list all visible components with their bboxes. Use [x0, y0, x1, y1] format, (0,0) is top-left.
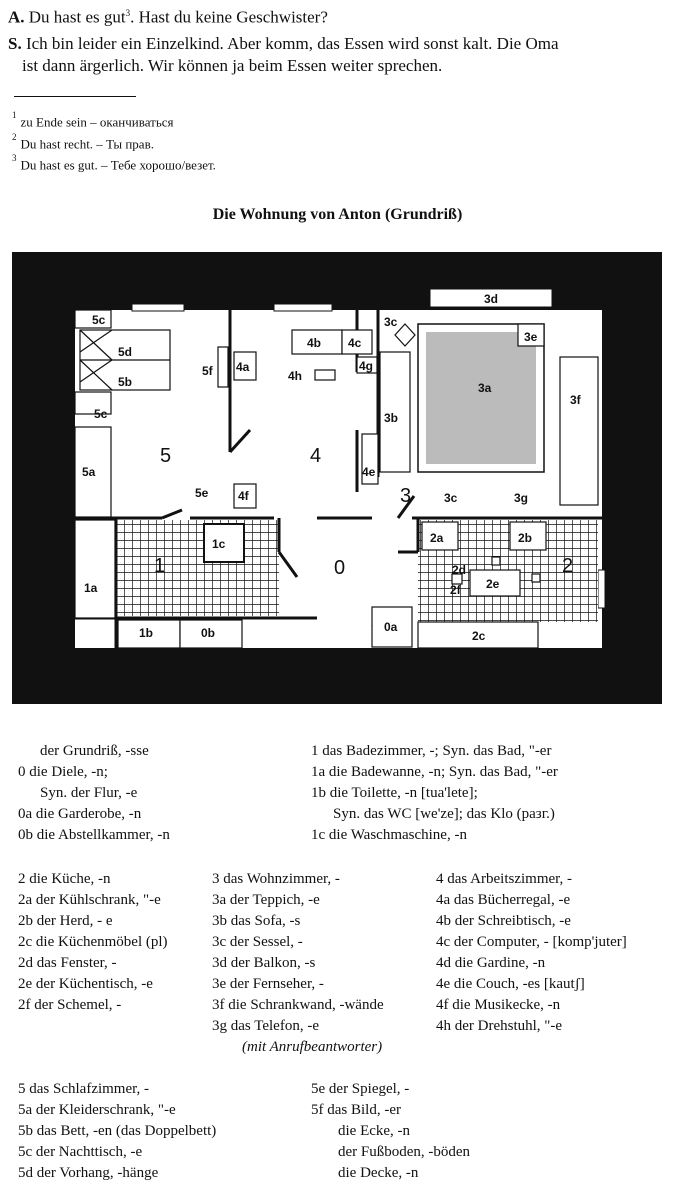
- svg-text:3g: 3g: [514, 491, 528, 505]
- svg-text:5: 5: [160, 445, 171, 467]
- speaker-s: S.: [8, 34, 22, 53]
- wall-unit-3f: [559, 356, 599, 506]
- svg-text:4h: 4h: [288, 369, 302, 383]
- dialogue-text-a: Du hast es gut: [28, 7, 126, 27]
- svg-text:2f: 2f: [450, 583, 462, 597]
- dialogue-text-a-rest: . Hast du keine Geschwister?: [130, 7, 328, 27]
- vocab-right-1: 1 das Badezimmer, -; Syn. das Bad, "-er …: [311, 743, 558, 843]
- svg-text:3c: 3c: [384, 315, 398, 329]
- svg-text:2e: 2e: [486, 577, 500, 591]
- vocab-col-study: 4 das Arbeitszimmer, -4a das Bücherregal…: [436, 871, 627, 1034]
- svg-text:2c: 2c: [472, 629, 486, 643]
- svg-text:5a: 5a: [82, 465, 96, 479]
- balcony-3d: [429, 288, 553, 308]
- svg-text:2d: 2d: [452, 563, 466, 577]
- washer-1c: [203, 523, 245, 563]
- svg-text:1: 1: [154, 555, 165, 577]
- svg-text:0a: 0a: [384, 620, 398, 634]
- svg-text:4a: 4a: [236, 360, 250, 374]
- svg-text:5b: 5b: [118, 375, 132, 389]
- svg-text:3b: 3b: [384, 411, 398, 425]
- vocab-left-1: der Grundriß, -sse 0 die Diele, -n; Syn.…: [18, 743, 170, 843]
- svg-text:3c: 3c: [444, 491, 458, 505]
- svg-text:2: 2: [562, 555, 573, 577]
- svg-text:1c: 1c: [212, 537, 226, 551]
- svg-text:3: 3: [400, 485, 411, 507]
- svg-text:4g: 4g: [359, 359, 373, 373]
- svg-text:4b: 4b: [307, 336, 321, 350]
- svg-text:2a: 2a: [430, 531, 444, 545]
- svg-text:4c: 4c: [348, 336, 362, 350]
- bathroom-floor: [116, 520, 279, 616]
- dialogue-line-s: S. Ich bin leider ein Einzelkind. Aber k…: [8, 32, 668, 55]
- svg-text:4: 4: [310, 445, 321, 467]
- page-title: Die Wohnung von Anton (Grundriß): [212, 206, 463, 223]
- svg-text:0: 0: [334, 557, 345, 579]
- dialogue-line-a: A. Du hast es gut3. Hast du keine Geschw…: [8, 2, 668, 29]
- svg-text:2b: 2b: [518, 531, 532, 545]
- svg-text:1a: 1a: [84, 581, 98, 595]
- svg-text:1b: 1b: [139, 626, 153, 640]
- svg-text:5d: 5d: [118, 345, 132, 359]
- vocab-right-3: 5e der Spiegel, -5f das Bild, -er die Ec…: [311, 1081, 471, 1181]
- svg-text:3a: 3a: [478, 381, 492, 395]
- wardrobe-5a: [74, 426, 112, 518]
- svg-text:5f: 5f: [202, 364, 214, 378]
- dialogue-text-s1: Ich bin leider ein Einzelkind. Aber komm…: [25, 34, 559, 53]
- svg-text:3e: 3e: [524, 330, 538, 344]
- floor-plan: 3d: [12, 252, 662, 704]
- vocab-left-3: 5 das Schlafzimmer, -5a der Kleiderschra…: [18, 1081, 217, 1181]
- svg-text:4e: 4e: [362, 465, 376, 479]
- svg-text:5c: 5c: [92, 313, 106, 327]
- svg-text:5c: 5c: [94, 407, 108, 421]
- svg-text:3d: 3d: [484, 292, 498, 306]
- svg-text:3f: 3f: [570, 393, 582, 407]
- svg-text:0b: 0b: [201, 626, 215, 640]
- speaker-a: A.: [8, 7, 25, 27]
- svg-text:5e: 5e: [195, 486, 209, 500]
- svg-text:4f: 4f: [238, 489, 250, 503]
- 5c-top-box: [74, 309, 112, 329]
- footnote-ref: 3: [125, 8, 131, 18]
- dialogue-text-s2: ist dann ärgerlich. Wir können ja beim E…: [22, 56, 443, 75]
- footnote-rule: [14, 96, 136, 97]
- bathtub-1a: [74, 519, 116, 619]
